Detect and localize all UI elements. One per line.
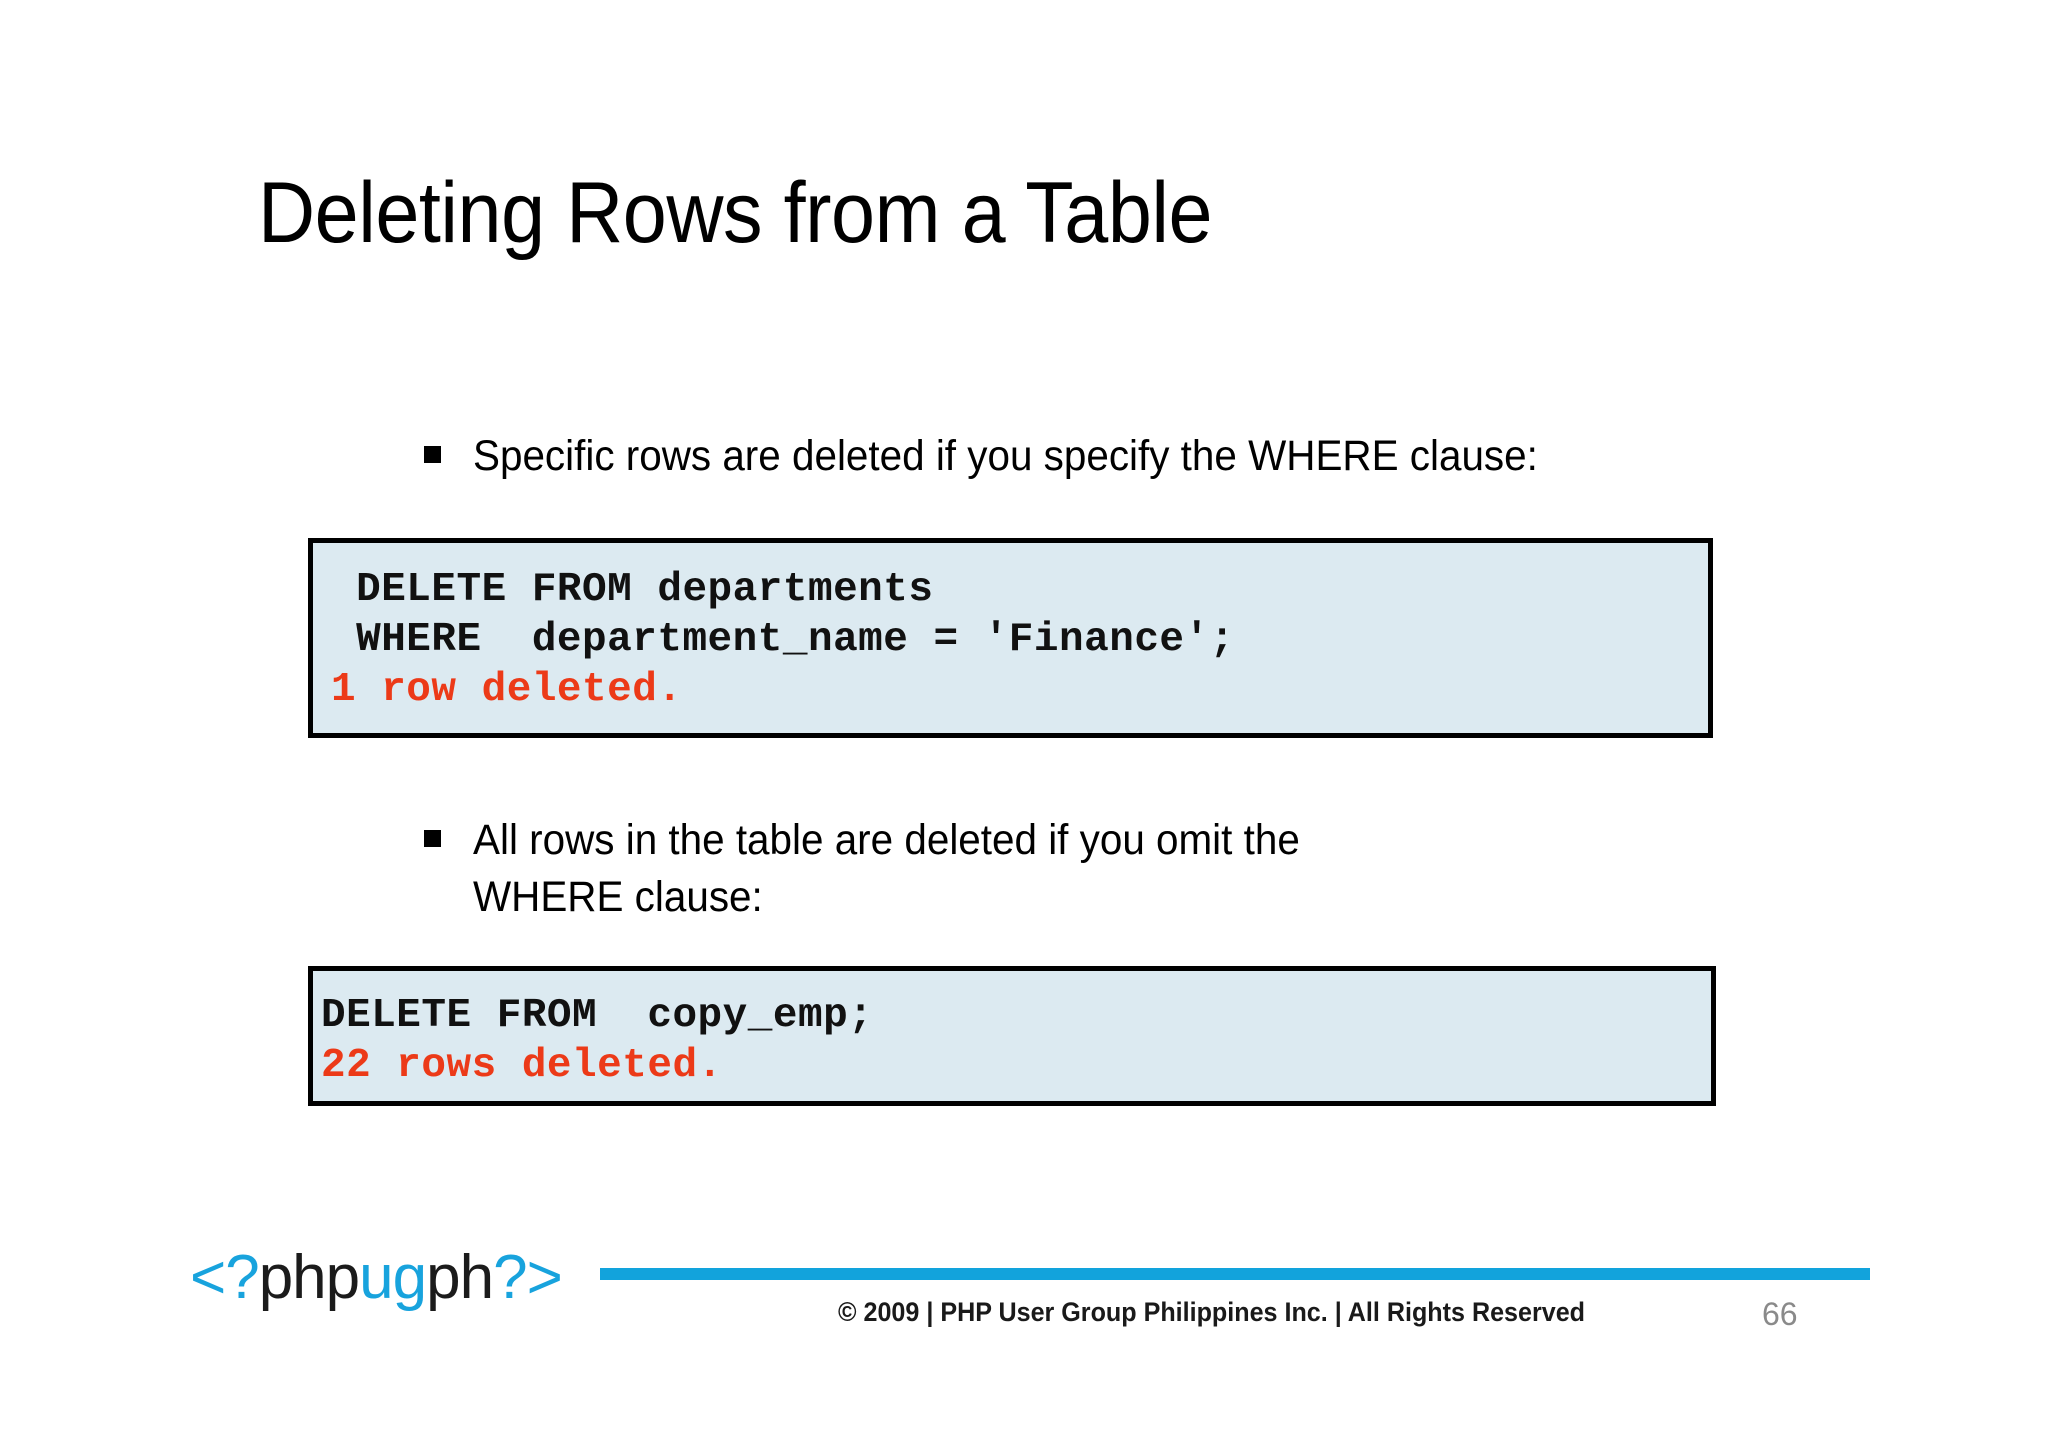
bullet-item-1-label: Specific rows are deleted if you specify… bbox=[473, 432, 1538, 480]
logo-ph-text: ph bbox=[426, 1243, 494, 1312]
phpugph-logo: <?phpugph?> bbox=[190, 1242, 563, 1313]
logo-ug-text: ug bbox=[359, 1243, 427, 1312]
logo-open-tag: <? bbox=[190, 1243, 260, 1312]
code-line-2-1: DELETE FROM copy_emp; bbox=[321, 993, 874, 1039]
square-bullet-icon bbox=[424, 446, 441, 463]
square-bullet-icon bbox=[424, 830, 441, 847]
logo-php-text: php bbox=[258, 1243, 360, 1312]
bullet-item-1: Specific rows are deleted if you specify… bbox=[424, 428, 1724, 485]
bullet-item-2: All rows in the table are deleted if you… bbox=[424, 812, 1424, 926]
code-result-1: 1 row deleted. bbox=[331, 667, 683, 714]
page-number: 66 bbox=[1762, 1296, 1798, 1332]
code-line-1-2: WHERE department_name = 'Finance'; bbox=[331, 617, 1235, 664]
code-block-1: DELETE FROM departments WHERE department… bbox=[308, 538, 1713, 738]
bullet-item-2-label: All rows in the table are deleted if you… bbox=[473, 816, 1300, 922]
code-block-2: DELETE FROM copy_emp; 22 rows deleted. bbox=[308, 966, 1716, 1106]
code-result-2: 22 rows deleted. bbox=[321, 1043, 723, 1090]
footer-copyright: © 2009 | PHP User Group Philippines Inc.… bbox=[838, 1297, 1586, 1327]
page-title: Deleting Rows from a Table bbox=[258, 165, 1213, 261]
footer-divider-bar bbox=[600, 1268, 1870, 1280]
logo-close-tag: ?> bbox=[493, 1243, 563, 1312]
code-line-1-1: DELETE FROM departments bbox=[331, 567, 934, 613]
